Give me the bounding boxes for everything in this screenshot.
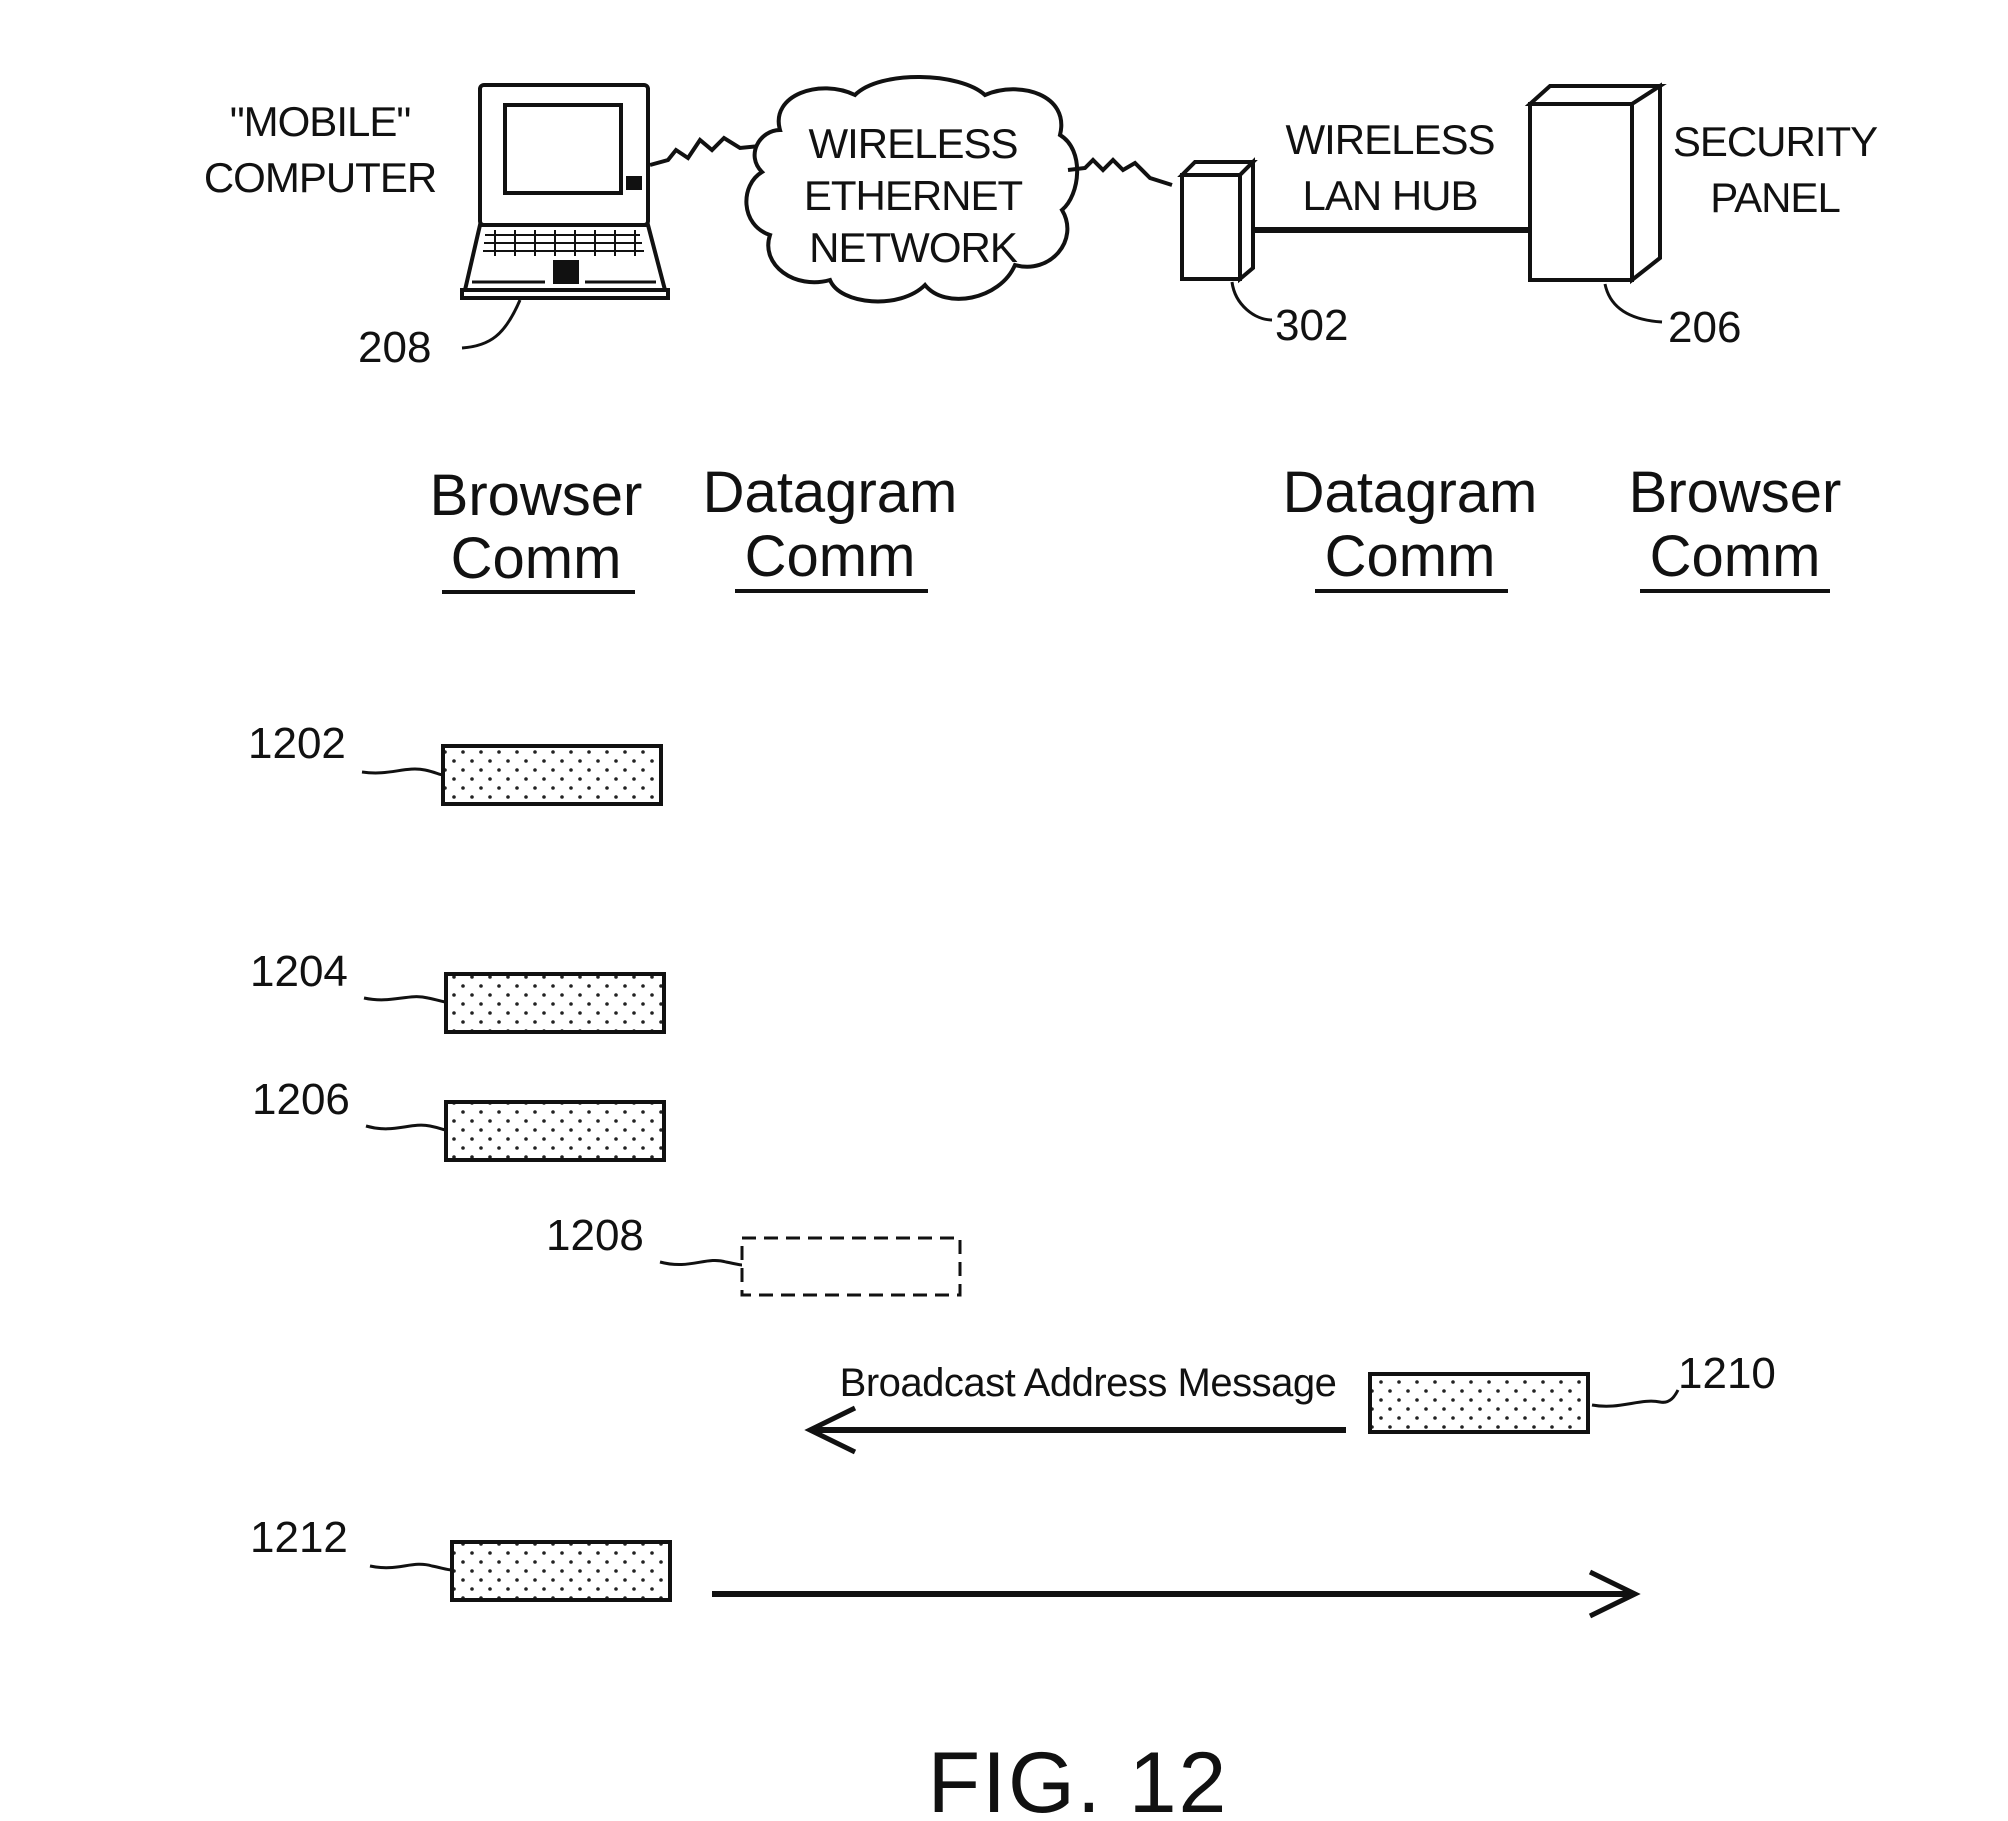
step-box [446, 974, 664, 1032]
mobile-label-line2: COMPUTER [204, 154, 436, 201]
step-1204: 1204 [250, 947, 664, 1032]
step-1212: 1212 [250, 1513, 670, 1600]
security-panel-icon [1530, 86, 1660, 280]
hub-label-line1: WIRELESS [1285, 116, 1494, 163]
step-ref: 1202 [248, 719, 346, 768]
ref-leader-302 [1232, 282, 1272, 320]
figure-label: FIG. 12 [928, 1735, 1229, 1821]
response-arrow [712, 1572, 1635, 1616]
network-label-line2: ETHERNET [804, 172, 1023, 219]
step-leader [362, 769, 443, 775]
column-header-line1: Datagram [703, 460, 958, 525]
network-label-line3: NETWORK [809, 224, 1018, 271]
step-box [443, 746, 661, 804]
column-header-line1: Datagram [1283, 460, 1538, 525]
column-header-browser-left: Browser Comm [430, 463, 643, 592]
network-label-line1: WIRELESS [808, 120, 1017, 167]
step-box-dashed [742, 1238, 960, 1295]
mobile-computer-label: "MOBILE" COMPUTER [204, 98, 436, 201]
wireless-link-1 [650, 138, 760, 165]
panel-label-line2: PANEL [1710, 174, 1840, 221]
step-leader [660, 1260, 742, 1265]
step-1202: 1202 [248, 719, 661, 804]
ref-208: 208 [358, 323, 431, 372]
ref-206: 206 [1668, 303, 1741, 352]
step-ref: 1206 [252, 1075, 350, 1124]
column-header-line2: Comm [451, 526, 622, 591]
step-leader [1592, 1390, 1678, 1406]
step-1206: 1206 [252, 1075, 664, 1160]
column-header-browser-right: Browser Comm [1629, 460, 1842, 591]
step-leader [370, 1564, 452, 1570]
column-header-line1: Browser [430, 463, 643, 528]
column-header-line2: Comm [1650, 524, 1821, 589]
column-header-line2: Comm [1325, 524, 1496, 589]
wireless-link-2 [1068, 160, 1172, 185]
column-header-datagram-right: Datagram Comm [1283, 460, 1538, 591]
step-box [452, 1542, 670, 1600]
step-1210: 1210 [1370, 1349, 1776, 1432]
laptop-icon [462, 85, 668, 298]
column-header-datagram-left: Datagram Comm [703, 460, 958, 591]
step-leader [366, 1125, 446, 1130]
ref-302: 302 [1275, 301, 1348, 350]
step-1208: 1208 [546, 1211, 960, 1295]
step-ref: 1204 [250, 947, 348, 996]
step-box [446, 1102, 664, 1160]
broadcast-message-label: Broadcast Address Message [840, 1361, 1337, 1405]
ref-leader-208 [462, 300, 520, 348]
panel-label-line1: SECURITY [1673, 118, 1878, 165]
step-box [1370, 1374, 1588, 1432]
broadcast-arrow [810, 1408, 1346, 1452]
mobile-label-line1: "MOBILE" [230, 98, 411, 145]
column-header-line2: Comm [745, 524, 916, 589]
step-ref: 1212 [250, 1513, 348, 1562]
column-header-line1: Browser [1629, 460, 1842, 525]
step-leader [364, 997, 446, 1002]
hub-icon [1182, 162, 1253, 279]
ref-leader-206 [1605, 284, 1662, 322]
step-ref: 1208 [546, 1211, 644, 1260]
step-ref: 1210 [1678, 1349, 1776, 1398]
hub-label-line2: LAN HUB [1302, 172, 1477, 219]
